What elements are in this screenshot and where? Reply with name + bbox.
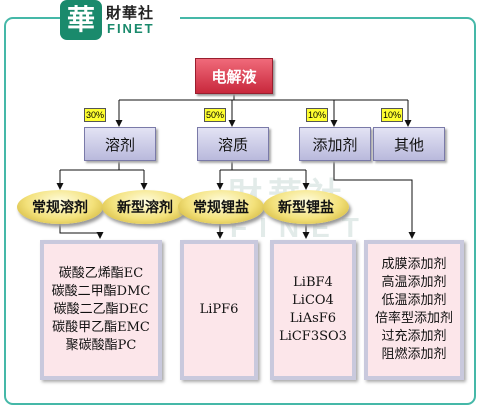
additive-item: 倍率型添加剂: [374, 311, 453, 326]
conventional-salt-box: LiPF6: [180, 240, 258, 380]
electrolyte-root-node: 电解液: [195, 58, 273, 94]
new-solvent-node: 新型溶剂: [102, 190, 188, 224]
additive-share-badge: 10%: [306, 108, 328, 122]
other-share-badge: 10%: [381, 108, 403, 122]
other-node: 其他: [373, 127, 445, 161]
solvent-node: 溶剂: [84, 127, 156, 161]
solute-node: 溶质: [197, 127, 269, 161]
additive-item: 高温添加剂: [381, 275, 447, 290]
salt-item: LiCF3SO3: [279, 329, 347, 344]
logo-name-cn: 財華社: [106, 4, 155, 22]
additive-node: 添加剂: [299, 127, 371, 161]
salt-item: LiAsF6: [289, 311, 337, 326]
link-solvent-leaf: [59, 224, 104, 239]
conventional-salt-node: 常规锂盐: [178, 190, 264, 224]
new-salt-list-box: LiBF4 LiCO4 LiAsF6 LiCF3SO3: [270, 240, 356, 380]
link-additive-leaf: [333, 161, 416, 239]
logo-name-en: FINET: [107, 21, 155, 36]
solvent-list-box: 碳酸乙烯酯EC 碳酸二甲酯DMC 碳酸二乙酯DEC 碳酸甲乙酯EMC 聚碳酸酯P…: [40, 240, 162, 380]
solvent-item: 碳酸乙烯酯EC: [58, 266, 144, 281]
solvent-item: 碳酸甲乙酯EMC: [52, 320, 150, 335]
solute-share-badge: 50%: [204, 108, 226, 122]
additive-list-box: 成膜添加剂 高温添加剂 低温添加剂 倍率型添加剂 过充添加剂 阻燃添加剂: [364, 240, 464, 380]
salt-item: LiCO4: [292, 293, 334, 308]
logo-seal: 華: [60, 0, 102, 40]
additive-item: 阻燃添加剂: [381, 347, 447, 362]
conventional-solvent-node: 常规溶剂: [17, 190, 103, 224]
salt-item: LiBF4: [293, 275, 333, 290]
solvent-item: 碳酸二乙酯DEC: [53, 302, 149, 317]
additive-item: 过充添加剂: [381, 329, 447, 344]
finet-logo: 華 財華社 FINET: [60, 0, 180, 40]
new-salt-node: 新型锂盐: [263, 190, 349, 224]
solvent-share-badge: 30%: [84, 108, 106, 122]
salt-item: LiPF6: [199, 302, 239, 317]
solvent-item: 聚碳酸酯PC: [65, 338, 137, 353]
additive-item: 成膜添加剂: [381, 257, 447, 272]
solvent-item: 碳酸二甲酯DMC: [51, 284, 151, 299]
additive-item: 低温添加剂: [381, 293, 447, 308]
